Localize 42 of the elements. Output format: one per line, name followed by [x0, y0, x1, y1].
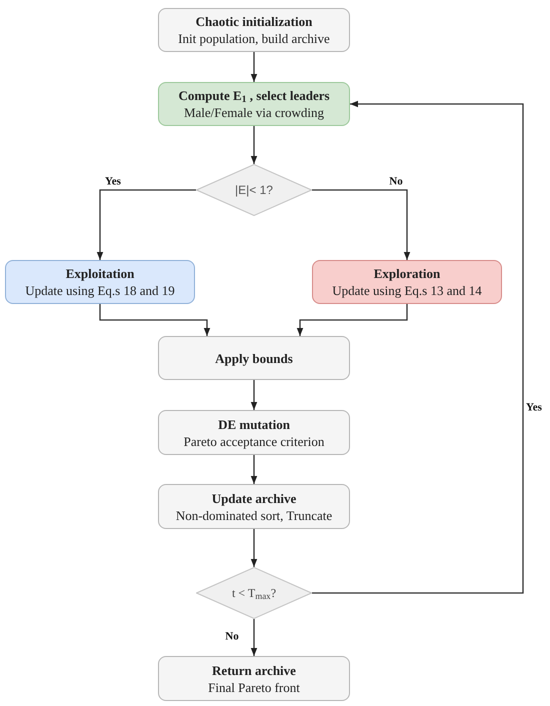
arrow [250, 380, 258, 410]
box-text: Init population, build archive [178, 30, 330, 47]
arrow [250, 126, 258, 164]
arrow [296, 304, 408, 336]
process-box [158, 82, 350, 126]
box-title: Apply bounds [215, 350, 293, 366]
edge-label: Yes [525, 402, 543, 414]
box-title: Return archive [212, 662, 296, 679]
process-box [5, 260, 195, 304]
process-box [158, 336, 350, 380]
box-text: Male/Female via crowding [184, 104, 324, 121]
process-box [158, 656, 350, 701]
box-text: Non-dominated sort, Truncate [176, 507, 332, 524]
arrow [99, 304, 210, 336]
box-text: Update using Eq.s 13 and 14 [332, 282, 482, 299]
process-box [158, 8, 350, 52]
arrow [96, 189, 196, 260]
process-box [312, 260, 502, 304]
box-text: Pareto acceptance criterion [184, 433, 324, 450]
condition-text: t < T$_{max}$? [232, 586, 276, 600]
decision-diamond [196, 164, 312, 216]
process-box [158, 410, 350, 455]
decision-diamond [196, 567, 312, 619]
box-title: Compute E$_{1}$ , select leaders [178, 87, 330, 104]
box-title: Exploitation [66, 265, 134, 282]
box-title: Update archive [212, 490, 296, 507]
edge-label: Yes [104, 176, 122, 188]
box-text: Final Pareto front [208, 679, 300, 696]
arrow [250, 619, 258, 656]
edge-label: No [224, 632, 240, 642]
arrow [312, 189, 410, 260]
box-title: Chaotic initialization [196, 13, 312, 30]
arrow [250, 529, 258, 567]
box-title: DE mutation [218, 416, 290, 433]
arrow [250, 52, 258, 82]
condition-text: |E|< 1? [235, 182, 273, 198]
process-box [158, 484, 350, 529]
box-text: Update using Eq.s 18 and 19 [25, 282, 175, 299]
arrow [250, 455, 258, 484]
edge-label: No [388, 176, 404, 188]
box-title: Exploration [374, 265, 440, 282]
arrow [312, 100, 524, 594]
